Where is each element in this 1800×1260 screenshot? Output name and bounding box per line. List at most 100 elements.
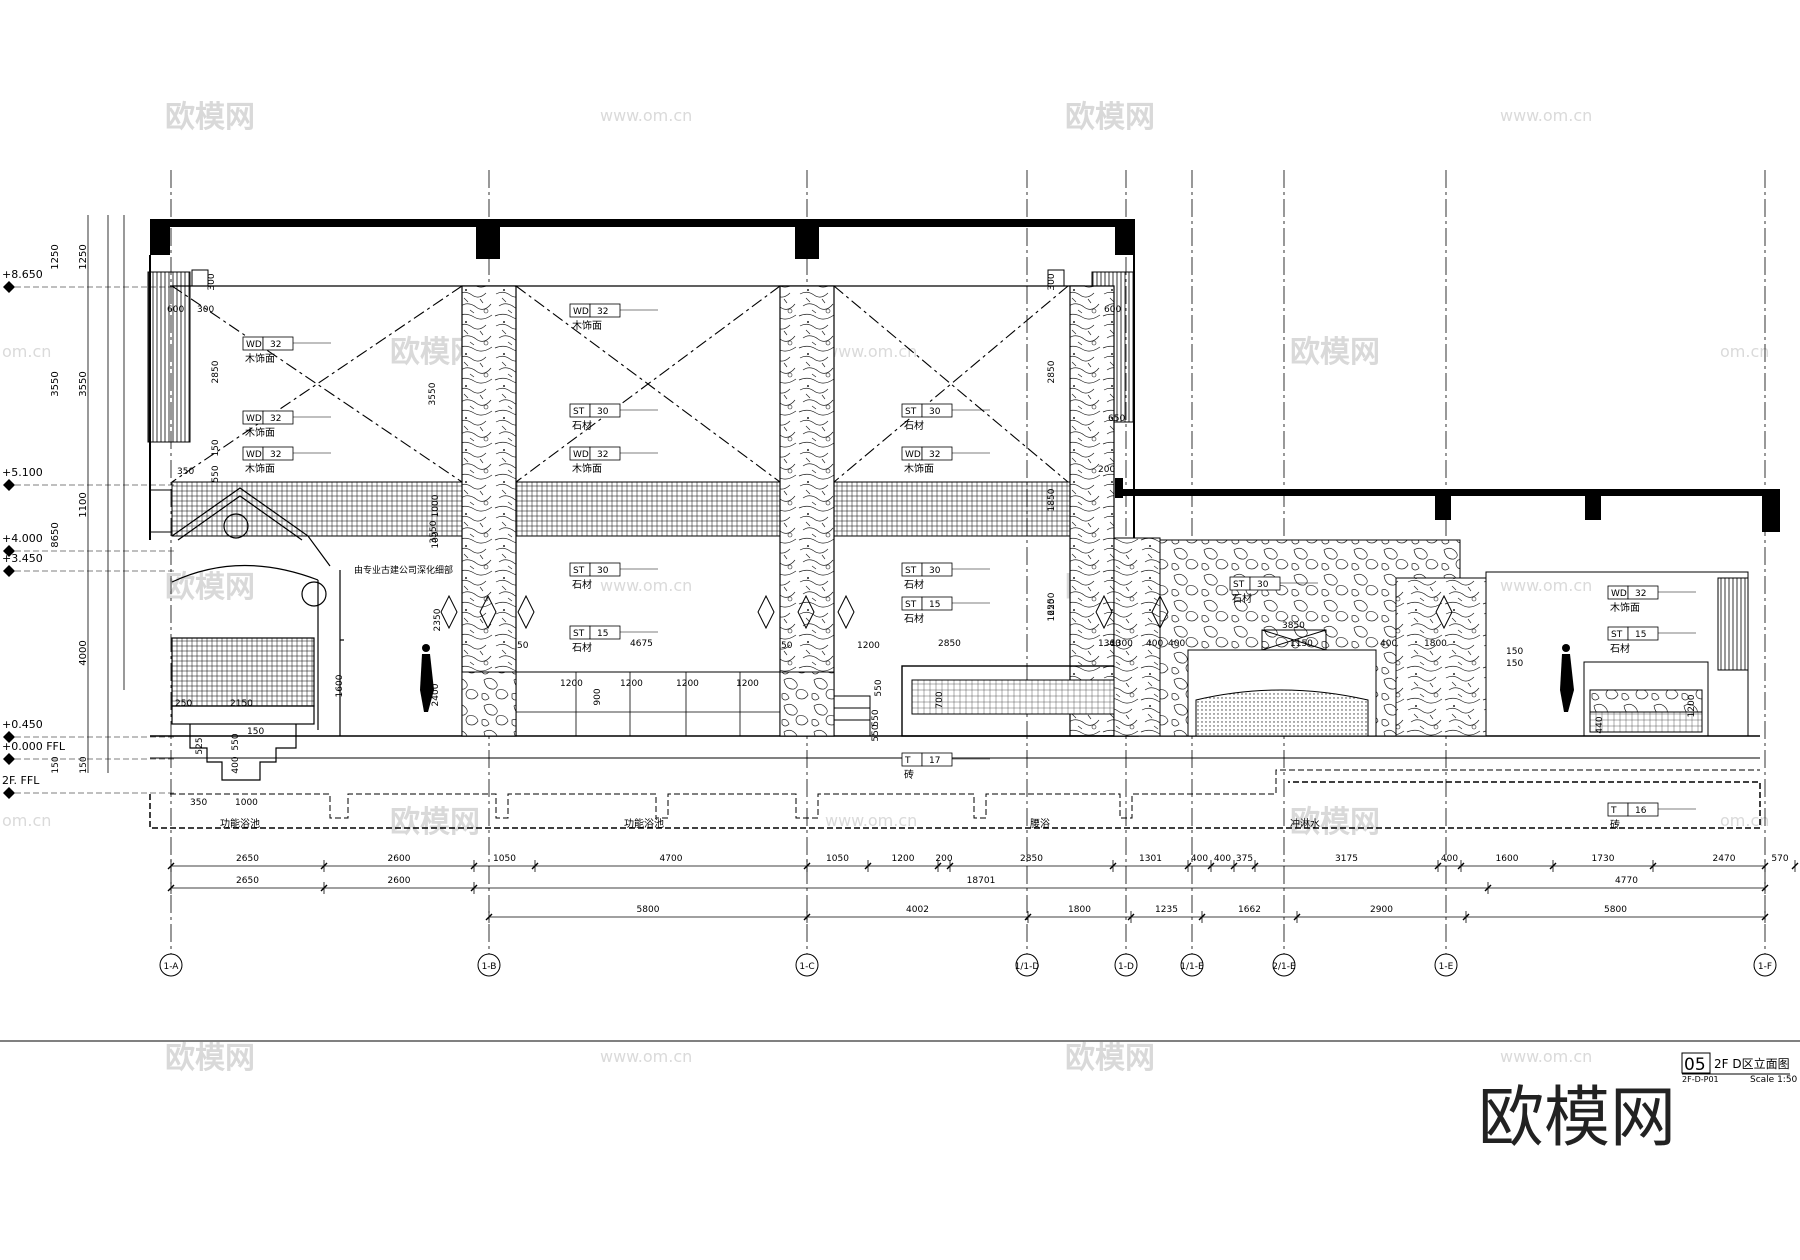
watermark-layer: 欧模网 www.om.cn 欧模网 www.om.cn om.cn 欧模网 ww…	[2, 100, 1769, 1076]
level-marker: 2F. FFL	[2, 774, 175, 799]
watermark-url: www.om.cn	[600, 106, 692, 125]
level-marker: +3.450	[2, 552, 175, 577]
dim-value: 18701	[967, 876, 996, 886]
ceiling-panels	[171, 285, 1069, 483]
tag-code: ST	[1611, 630, 1623, 640]
dim-value: 1050	[493, 854, 516, 864]
dim-label: 900	[593, 688, 603, 705]
dim-label: 1650	[1047, 598, 1057, 621]
dim-label: 650	[1108, 414, 1125, 424]
drawing-code: 2F-D-P01	[1682, 1075, 1719, 1084]
dim-value: 1800	[1068, 905, 1091, 915]
level-label: +5.100	[2, 466, 43, 479]
tag-code: ST	[573, 566, 585, 576]
dim-value: 2850	[1020, 854, 1043, 864]
dim-left-inner-5: 150	[51, 756, 61, 773]
dim-label: 300	[197, 305, 214, 315]
dim-label: 1800	[1424, 639, 1447, 649]
watermark: 欧模网	[165, 1041, 255, 1076]
drawing-title: 2F D区立面图	[1714, 1056, 1790, 1071]
tag-label: 木饰面	[572, 319, 602, 332]
dim-value: 1200	[892, 854, 915, 864]
dim-label: 100	[431, 531, 441, 548]
dim-label: 1200	[1687, 694, 1697, 717]
dim-label: 2400	[431, 683, 441, 706]
dim-value: 200	[935, 854, 952, 864]
stone-column	[461, 285, 517, 737]
tag-label: 木饰面	[245, 352, 275, 365]
dim-label: 50	[517, 641, 529, 651]
dim-label: 2850	[1047, 360, 1057, 383]
roof-slab	[150, 219, 1135, 227]
dim-left-outer-2: 3550	[50, 371, 61, 396]
watermark-url: www.om.cn	[600, 1047, 692, 1066]
dim-label: 400	[1168, 639, 1185, 649]
tag-label: 木饰面	[245, 426, 275, 439]
beam	[1585, 496, 1601, 520]
dim-label: 1000	[431, 494, 441, 517]
tag-code: WD	[573, 450, 589, 460]
tag-code: WD	[905, 450, 921, 460]
room-label: 腰浴	[1030, 818, 1050, 830]
dim-label: 550	[871, 709, 881, 726]
grid-bubble-1: 1-A	[159, 953, 183, 977]
wood-panel-left	[147, 271, 191, 443]
dim-value: 2470	[1713, 854, 1736, 864]
level-label: +0.450	[2, 718, 43, 731]
grid-bubble-9: 1-F	[1753, 953, 1777, 977]
material-tag: ST 15 石材	[1607, 626, 1696, 655]
dim-value: 400	[1441, 854, 1458, 864]
watermark: 欧模网	[1290, 335, 1380, 370]
dim-label: 400	[231, 756, 241, 773]
dim-label: 550	[231, 733, 241, 750]
beam	[476, 227, 500, 259]
dim-value: 1050	[826, 854, 849, 864]
dim-label: 4675	[630, 639, 653, 649]
dim-label: 3550	[429, 520, 439, 543]
tag-number: 32	[270, 450, 281, 460]
dim-label: 2850	[211, 360, 221, 383]
tag-code: ST	[573, 629, 585, 639]
level-marker: +0.000 FFL	[2, 740, 175, 765]
dim-value: 3175	[1335, 854, 1358, 864]
dim-label: 300	[1047, 273, 1057, 290]
dim-left-inner-3: 1100	[78, 492, 89, 517]
dim-label: 1150	[1290, 639, 1313, 649]
dim-left-total: 8650	[50, 522, 61, 547]
tag-number: 15	[1635, 630, 1646, 640]
tag-code: T	[904, 756, 911, 766]
tag-label: 石材	[904, 578, 924, 591]
level-marker: +4.000	[2, 532, 175, 557]
tag-label: 石材	[1610, 642, 1630, 655]
tag-code: WD	[246, 414, 262, 424]
tag-number: 30	[929, 407, 941, 417]
left-dimension-chain	[87, 215, 125, 773]
tag-label: 木饰面	[572, 462, 602, 475]
brand-logo: 欧模网	[1478, 1079, 1676, 1156]
dim-label: 3550	[428, 382, 438, 405]
tag-number: 17	[929, 756, 940, 766]
grid-label: 1-B	[482, 962, 497, 972]
tag-code: ST	[1233, 580, 1245, 590]
dim-label: 50	[781, 641, 793, 651]
dim-label: 525	[195, 737, 205, 754]
dim-label: 350	[190, 798, 207, 808]
dim-label: 1200	[560, 679, 583, 689]
watermark: 欧模网	[165, 100, 255, 135]
dim-label: 1000	[235, 798, 258, 808]
tag-label: 砖	[1610, 818, 1620, 831]
room-label: 功能浴池	[624, 817, 664, 830]
tag-number: 32	[1635, 589, 1646, 599]
room-labels: 功能浴池功能浴池腰浴冲淋水	[220, 817, 1320, 830]
dim-label: 350	[177, 467, 194, 477]
